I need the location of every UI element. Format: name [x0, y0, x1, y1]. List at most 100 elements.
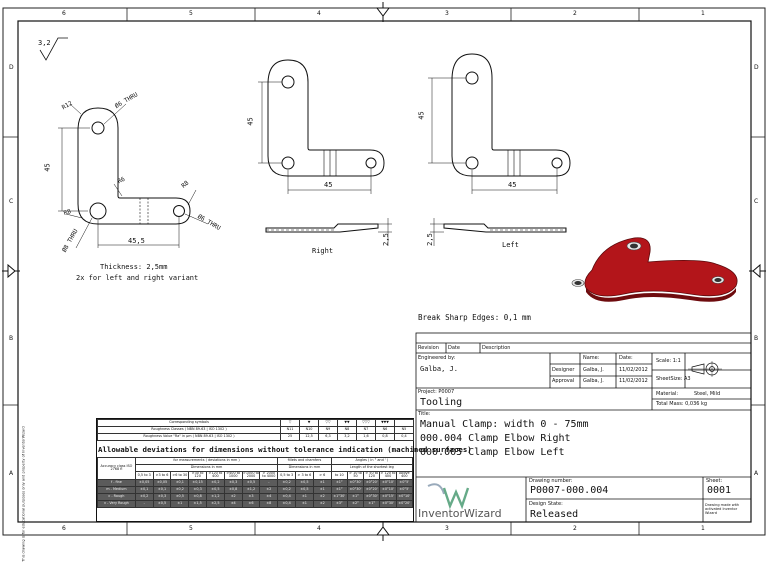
tolerance-value: ±0,8: [223, 485, 243, 494]
tolerance-row: c - Rough±0,2±0,3±0,5±0,8±1,2±2±3±4±0,4±…: [97, 492, 414, 501]
tolerance-value: -: [259, 478, 279, 487]
dim-45h-left: 45: [508, 181, 517, 189]
tolerance-value: -: [134, 499, 154, 508]
dim-45v-right: 45: [246, 117, 255, 126]
angle-range-head-2: > 50 to 120: [363, 471, 381, 480]
fillet-value: ±0,4: [277, 492, 297, 501]
approval-date: 11/02/2012: [619, 378, 648, 384]
tolerance-value: ±0,2: [170, 485, 190, 494]
zone-col-3-bottom: 3: [445, 525, 449, 532]
approval-name: Galba, J.: [583, 378, 604, 384]
fillet-value: ±0,2: [277, 485, 297, 494]
tolerance-value: ±0,1: [152, 485, 172, 494]
fillet-value: ±0,5: [295, 485, 314, 494]
fillet-value: ±1: [312, 478, 332, 487]
accuracy-class-label: Accuracy class ISO 2768 fl: [97, 457, 136, 480]
view-label-right: Right: [312, 247, 334, 255]
dim-25-right: 2,5: [381, 233, 390, 246]
project-label: Project: P0007: [418, 389, 455, 395]
deviation-title: Allowable deviations for dimensions with…: [98, 445, 472, 454]
tolerance-value: ±0,3: [188, 485, 208, 494]
angle-value: ±1°30': [330, 492, 348, 501]
range-head-0: 0,5 to 3: [134, 471, 154, 480]
title-line-2: 000.004 Clamp Elbow Right: [420, 433, 571, 444]
inventorwizard-logo: [427, 483, 470, 510]
angle-value: ±0°20': [363, 478, 381, 487]
zone-row-c-right: C: [754, 198, 759, 205]
centering-marks: [2, 2, 766, 541]
tolerance-class-name: v - Very Rough: [97, 499, 136, 508]
tolerance-value: ±0,3: [152, 492, 172, 501]
surface-finish-symbol: [39, 37, 68, 61]
fillet-value: ±0,2: [277, 478, 297, 487]
drawing-number: P0007-000.004: [530, 485, 609, 496]
sym-1: ▽: [280, 419, 300, 427]
ra-5: 1,6: [356, 433, 376, 441]
tolerance-value: ±8: [259, 499, 279, 508]
tolerance-value: ±4: [223, 499, 243, 508]
name-col-label: Name:: [583, 355, 600, 361]
design-state-label: Design State:: [529, 501, 563, 507]
tolerance-row: f - fine±0,05±0,05±0,1±0,15±0,2±0,3±0,5-…: [97, 478, 414, 487]
class-n11: N11: [280, 426, 300, 434]
tolerance-value: ±0,1: [134, 485, 154, 494]
sheet-label: Sheet:: [706, 478, 723, 484]
tolerance-value: ±2: [223, 492, 243, 501]
break-edges-note: Break Sharp Edges: 0,1 mm: [418, 313, 531, 322]
roughness-table: Corresponding symbols ▽▼ ▽▽▼▼ ▽▽▽▼▼▼ Rou…: [97, 419, 414, 441]
tolerance-value: ±4: [259, 492, 279, 501]
tolerance-value: ±6: [241, 499, 261, 508]
fillet-value: ±1: [312, 485, 332, 494]
tolerance-value: ±0,15: [188, 478, 208, 487]
left-part-view: [428, 53, 571, 246]
angle-value: ±0°10': [395, 492, 414, 501]
tolerance-value: ±1,5: [188, 499, 208, 508]
tolerance-value: ±2: [259, 485, 279, 494]
tolerance-row: v - Very Rough-±0,5±1±1,5±2,5±4±6±8±0,4±…: [97, 499, 414, 508]
class-n8: N8: [337, 426, 357, 434]
sym-5: ▽▽▽: [356, 419, 376, 427]
scale: Scale: 1:1: [656, 358, 681, 364]
fillet-value: ±0,4: [277, 499, 297, 508]
class-n9: N9: [318, 426, 338, 434]
range-head-4: >120 to 400: [206, 471, 225, 480]
ra-2: 12,5: [299, 433, 319, 441]
zone-row-a-left: A: [9, 470, 14, 477]
sym-7: [394, 419, 414, 427]
ra-3: 6,3: [318, 433, 338, 441]
zone-col-1-bottom: 1: [701, 525, 705, 532]
angle-value: ±0°10': [379, 485, 397, 494]
angle-value: ±0°30': [363, 492, 381, 501]
sym-6: ▼▼▼: [375, 419, 395, 427]
fillet-range-head-1: > 3 to 6: [295, 471, 314, 480]
class-n6: N6: [375, 426, 395, 434]
tolerance-value: ±1: [170, 499, 190, 508]
roughness-class-label: Roughness Classes ( NBN 89-63 | ISO 1302…: [97, 426, 281, 434]
engineered-label: Engineered by:: [418, 355, 456, 361]
roughness-value-label: Roughness Value "Ra" in µm ( NBN 89-63 |…: [97, 433, 281, 441]
angle-value: ±0°15': [379, 492, 397, 501]
revision-label: Revision: [418, 345, 439, 351]
fillet-range-head-0: 0,5 to 3: [277, 471, 297, 480]
designer-date: 11/02/2012: [619, 367, 648, 373]
angle-range-head-0: to 10: [330, 471, 348, 480]
material-label: Material:: [656, 391, 678, 397]
engineer-name: Galba, J.: [420, 365, 458, 373]
tolerance-value: ±0,1: [170, 478, 190, 487]
angle-value: ±1°: [330, 478, 348, 487]
corresponding-symbols-label: Corresponding symbols: [97, 419, 281, 427]
projection-symbol: [688, 361, 722, 377]
drawing-sheet: [2, 2, 766, 541]
zone-col-4-top: 4: [317, 10, 321, 17]
tolerance-class-name: m - Medium: [97, 485, 136, 494]
dim-45-main: 45: [43, 163, 52, 172]
tolerance-value: ±3: [241, 492, 261, 501]
part-3d-render: [571, 237, 738, 302]
class-n10: N10: [299, 426, 319, 434]
zone-col-5-bottom: 5: [189, 525, 193, 532]
side-note: This drawing is for educational purposes…: [21, 426, 26, 562]
deviation-table: Corresponding symbols ▽▼ ▽▽▼▼ ▽▽▽▼▼▼ Rou…: [96, 418, 472, 522]
angles-head: Angles ( in ° and ' ): [330, 457, 414, 465]
angle-range-head-3: > 120 to 400: [379, 471, 397, 480]
zone-col-6-top: 6: [62, 10, 66, 17]
